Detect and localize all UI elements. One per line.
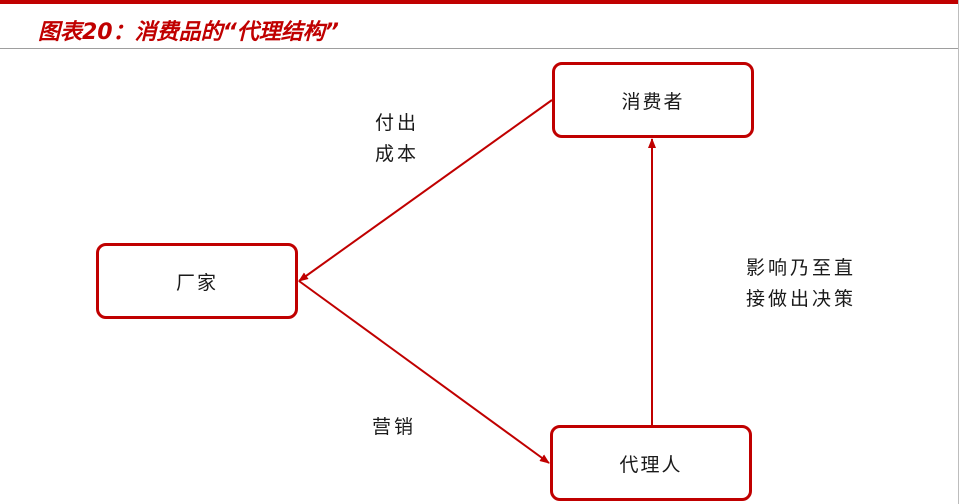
node-consumer: 消费者 (552, 62, 754, 138)
edge-label-cost: 付出 成本 (375, 108, 419, 170)
node-agent-label: 代理人 (619, 453, 683, 476)
edge-label-influence-line2: 接做出决策 (746, 288, 857, 310)
figure-title: 图表20：消费品的“代理结构” (38, 20, 339, 45)
edge-label-marketing: 营销 (372, 412, 416, 443)
edge-label-cost-line1: 付出 (375, 112, 420, 134)
edge-label-influence-line1: 影响乃至直 (746, 257, 857, 279)
title-divider (0, 48, 959, 49)
edge-consumer-to-manufacturer (298, 99, 553, 282)
node-manufacturer: 厂家 (96, 243, 298, 319)
top-rule (0, 0, 959, 4)
node-manufacturer-label: 厂家 (175, 271, 218, 294)
edge-label-marketing-line1: 营销 (372, 416, 417, 438)
edge-manufacturer-to-agent (298, 280, 550, 464)
edge-label-cost-line2: 成本 (375, 143, 420, 165)
node-agent: 代理人 (550, 425, 752, 501)
edge-label-influence: 影响乃至直 接做出决策 (746, 253, 856, 315)
node-consumer-label: 消费者 (621, 90, 685, 113)
